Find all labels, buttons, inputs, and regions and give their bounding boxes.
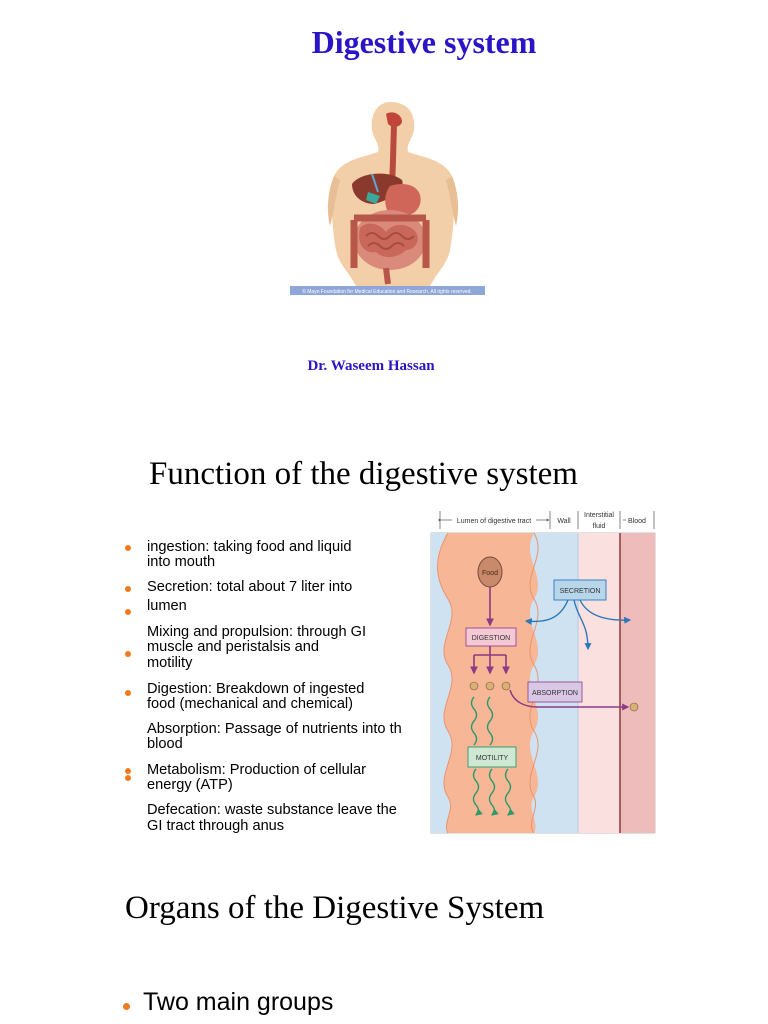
bullet-text: lumen [147, 598, 187, 614]
bullet-text: food (mechanical and chemical) [147, 696, 354, 712]
bullet-dot [125, 586, 131, 592]
bullet-text: Mixing and propulsion: through GI [147, 624, 367, 640]
bullet-text: Digestion: Breakdown of ingested [147, 681, 365, 697]
two-groups-bullet: Two main groups [143, 988, 334, 1016]
slide-title: Digestive system [311, 24, 537, 60]
absorption-label: ABSORPTION [532, 690, 578, 697]
blood-column-label: Blood [628, 518, 646, 525]
bullet-text: Defecation: waste substance leave the [147, 802, 397, 818]
copyright-credit: © Mayo Foundation for Medical Education … [302, 288, 472, 295]
bullet-text: ingestion: taking food and liquid [147, 539, 352, 555]
digestive-system-illustration: © Mayo Foundation for Medical Education … [290, 100, 485, 298]
function-heading: Function of the digestive system [149, 456, 578, 492]
digestive-process-diagram: Lumen of digestive tract Wall Interstiti… [430, 511, 656, 834]
secretion-label: SECRETION [560, 588, 601, 595]
bullet-text: energy (ATP) [147, 777, 233, 793]
bullet-dot [125, 768, 131, 774]
bullet-dot [125, 651, 131, 657]
bullet-text: muscle and peristalsis and [147, 639, 319, 655]
bullet-text: motility [147, 655, 193, 671]
bullet-dot [125, 609, 131, 615]
food-label: Food [482, 570, 498, 577]
bullet-dot [123, 1003, 130, 1010]
bullet-dot [125, 690, 131, 696]
bullet-text: blood [147, 736, 183, 752]
motility-label: MOTILITY [476, 755, 509, 762]
digestion-label: DIGESTION [472, 635, 511, 642]
bullet-text: GI tract through anus [147, 818, 285, 834]
bullet-text: Secretion: total about 7 liter into [147, 579, 353, 595]
bullet-dot [125, 775, 131, 781]
wall-column-label: Wall [557, 518, 571, 525]
author-name: Dr. Waseem Hassan [307, 358, 435, 374]
lumen-column-label: Lumen of digestive tract [457, 518, 531, 525]
bullet-text: Metabolism: Production of cellular [147, 762, 367, 778]
bullet-dot [125, 545, 131, 551]
interstitial-column-label: Interstitial [584, 512, 614, 519]
bullet-text: Absorption: Passage of nutrients into th [147, 721, 402, 737]
interstitial-column-label-2: fluid [593, 523, 606, 530]
bullet-text: into mouth [147, 554, 216, 570]
organs-heading: Organs of the Digestive System [125, 890, 545, 926]
